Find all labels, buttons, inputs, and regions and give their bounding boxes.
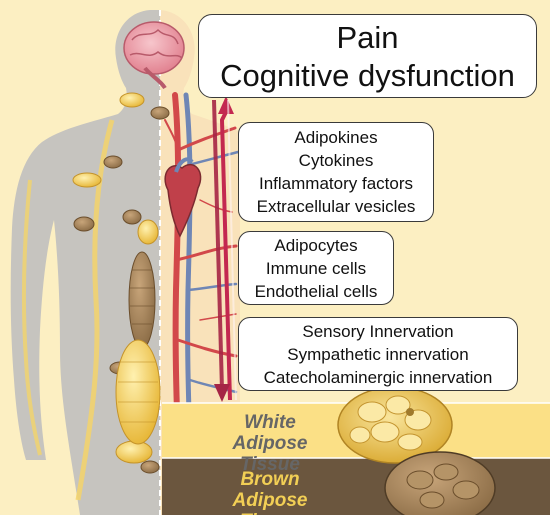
fat-deposit-icon (72, 92, 170, 474)
white-adipose-label: White Adipose Tissue (200, 412, 340, 475)
signal-inflammatory: Inflammatory factors (259, 174, 413, 193)
innervation-box: Sensory Innervation Sympathetic innervat… (238, 317, 518, 391)
white-label-line1: White (244, 412, 296, 433)
signals-box: Adipokines Cytokines Inflammatory factor… (238, 122, 434, 222)
signal-adipokines: Adipokines (294, 128, 378, 147)
outcome-box: Pain Cognitive dysfunction (198, 14, 537, 98)
brown-label-line1: Brown (240, 469, 300, 490)
brown-adipose-label: Brown Adipose Tissue (200, 469, 340, 515)
signal-arrows (212, 96, 237, 402)
cell-immune: Immune cells (265, 259, 367, 278)
brown-label-line2: Adipose Tissue (232, 490, 308, 515)
innervation-sensory: Sensory Innervation (302, 322, 454, 341)
white-label-line2: Adipose Tissue (232, 433, 308, 475)
cells-box: Adipocytes Immune cells Endothelial cell… (238, 231, 394, 305)
outcome-pain: Pain (336, 20, 399, 55)
brain-icon (123, 21, 185, 90)
heart-icon (164, 157, 202, 238)
adipocyte-cluster-icon (337, 386, 496, 515)
cell-endothelial: Endothelial cells (254, 282, 378, 301)
innervation-catecholaminergic: Catecholaminergic innervation (263, 368, 493, 387)
signal-vesicles: Extracellular vesicles (256, 197, 416, 216)
signal-cytokines: Cytokines (298, 151, 374, 170)
innervation-sympathetic: Sympathetic innervation (287, 345, 469, 364)
outcome-cognitive: Cognitive dysfunction (220, 58, 515, 93)
cell-adipocytes: Adipocytes (274, 236, 358, 255)
